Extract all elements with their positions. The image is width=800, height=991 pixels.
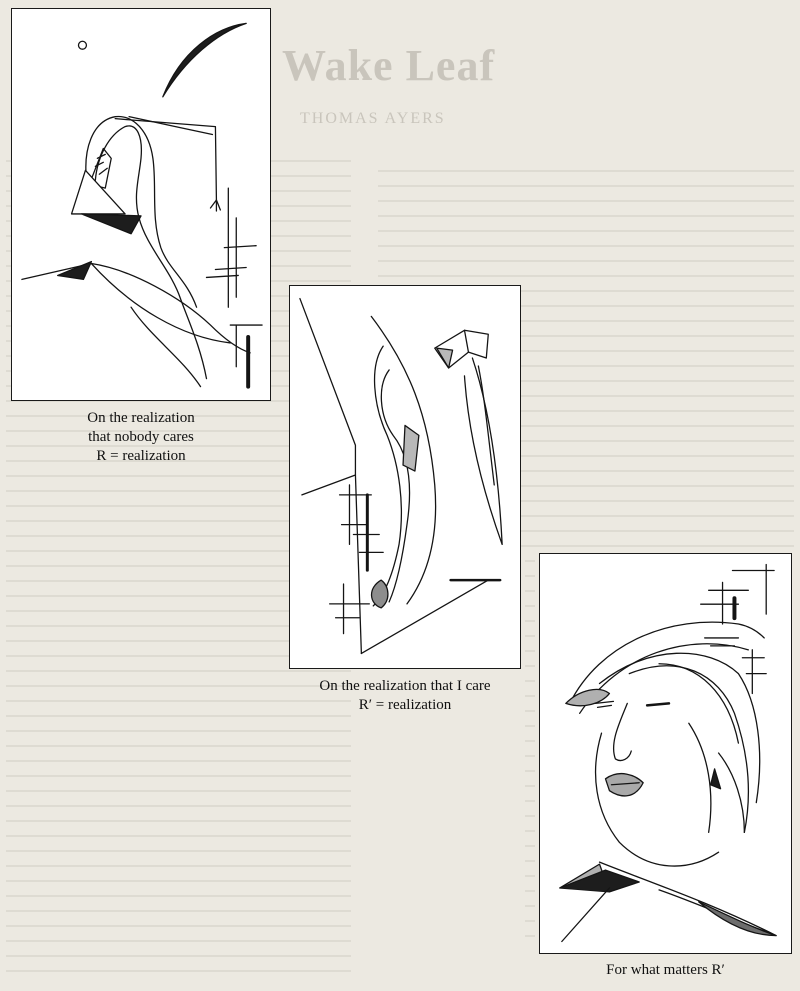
long-curve-1: [370, 315, 437, 605]
long-curve-3: [380, 369, 411, 603]
right-inner-line: [477, 365, 495, 486]
vertical-left-line: [354, 474, 363, 655]
crescent-shape: [162, 22, 247, 98]
small-circle-mark: [77, 40, 88, 50]
lower-sweep: [90, 262, 231, 344]
trailing-line: [130, 306, 202, 388]
hair-sweep-5: [658, 663, 740, 744]
ghost-text-right-lower: [525, 560, 535, 940]
eye-left: [594, 700, 615, 709]
figure-drawing-2: [299, 297, 503, 655]
jaw-line: [594, 732, 720, 867]
grid-lines-top: [700, 563, 775, 625]
figure-drawing-3: [559, 563, 777, 943]
shoulder-line: [128, 116, 214, 136]
box-side: [463, 329, 489, 359]
caption-panel-3: For what matters R′: [539, 961, 792, 980]
nose-line: [612, 702, 632, 762]
caption-panel-1: On the realization that nobody cares R =…: [11, 409, 271, 466]
ghost-author-name: THOMAS AYERS: [300, 110, 446, 127]
arm-line: [114, 118, 218, 201]
mouth-line: [610, 782, 640, 786]
figure-drawing-1: [21, 22, 263, 389]
bottom-tapered-wedge: [698, 901, 777, 937]
triangle-outline: [70, 169, 126, 215]
eye-right: [645, 702, 671, 707]
caption-panel-2: On the realization that I care R′ = real…: [270, 677, 540, 715]
caption-1-line-1: On the realization: [87, 410, 195, 426]
gray-patch-middle: [402, 424, 420, 472]
caption-3-line-1: For what matters R′: [606, 962, 725, 978]
dark-wedge-bottom: [559, 869, 640, 893]
drawing-panel-2: [289, 285, 521, 669]
grid-lines-mid: [704, 637, 767, 695]
box-gray-face: [436, 347, 454, 369]
drawing-panel-1: [11, 8, 271, 401]
dark-wedge: [80, 213, 142, 235]
cheek-line: [688, 722, 712, 834]
cross-lines-lower: [329, 583, 370, 635]
ground-sweep: [21, 262, 251, 354]
diagonal-stroke-bottom: [561, 887, 611, 943]
caption-1-line-2: that nobody cares: [88, 429, 194, 445]
body-inner-line: [94, 125, 208, 380]
caption-2-line-1: On the realization that I care: [319, 678, 491, 694]
hair-sweep-3: [598, 652, 761, 804]
hair-sweep-1: [569, 621, 765, 705]
hand-fingers: [209, 199, 222, 212]
body-outline: [85, 116, 198, 308]
caption-2-line-2: R′ = realization: [358, 697, 452, 713]
left-wedge: [57, 260, 93, 281]
ghost-page-title: Wake Leaf: [282, 41, 496, 90]
hair-sweep-4: [628, 665, 750, 834]
bracket-lines: [229, 324, 263, 368]
eyebrow-left: [565, 688, 611, 707]
long-curve-2: [372, 345, 403, 607]
caption-1-line-3: R = realization: [96, 448, 186, 464]
right-loop: [463, 357, 503, 546]
dark-drop: [370, 579, 389, 609]
left-angular-line: [299, 297, 357, 496]
grid-lines-left: [338, 484, 384, 553]
face-hatching: [94, 153, 108, 175]
mouth-shape: [604, 772, 644, 797]
diagonal-base: [360, 579, 489, 655]
grid-lines-right: [205, 187, 257, 308]
drawing-panel-3: [539, 553, 792, 954]
tear-mark: [709, 768, 722, 790]
cheek-line-2: [717, 752, 746, 834]
